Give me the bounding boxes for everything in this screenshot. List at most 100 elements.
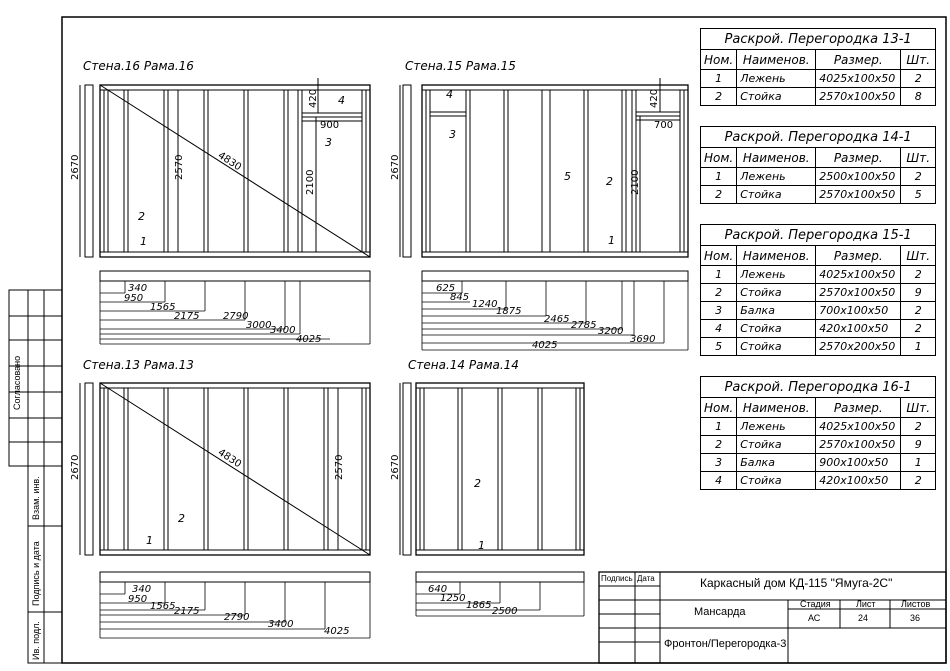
col-header: Размер. [815, 245, 902, 266]
wall-15-dim-2: 845 [450, 292, 469, 303]
wall-14-dim-3: 1865 [466, 600, 491, 611]
wall-15-dim-7: 3200 [598, 326, 623, 337]
stamp-stage-label: Стадия [800, 599, 831, 609]
table-caption: Раскрой. Перегородка 15-1 [699, 224, 937, 246]
col-header: Ном. [699, 245, 738, 266]
stamp-section: Мансарда [694, 606, 746, 618]
col-header: Ном. [699, 397, 738, 418]
wall-13-dim-7: 4025 [324, 626, 349, 637]
wall-14-title: Стена.14 Рама.14 [408, 358, 519, 372]
wall-15-dim-4: 1875 [496, 306, 521, 317]
wall-13-callout-2: 2 [178, 512, 185, 525]
wall-16-group: Стена.16 Рама.16 4830 2670 2570 2100 42 [70, 59, 371, 345]
stamp-stage: АС [808, 613, 821, 623]
wall-14-side-view [402, 382, 412, 556]
wall-15-callout-1: 1 [608, 234, 615, 247]
wall-13-plan [99, 571, 371, 583]
wall-15-callout-3: 3 [449, 128, 456, 141]
wall-15-callout-2: 2 [606, 175, 613, 188]
col-header: Наименов. [736, 245, 817, 266]
wall-16-dim-4: 2175 [174, 311, 199, 322]
wall-13-height-label: 2670 [70, 455, 81, 480]
side-strip [8, 289, 63, 664]
wall-15-height-label: 2670 [390, 155, 401, 180]
wall-13-callout-1: 1 [146, 534, 153, 547]
stamp-col-date: Дата [637, 574, 655, 583]
wall-16-dim-8: 4025 [296, 334, 321, 345]
title-block-grid [598, 571, 947, 664]
wall-15-dim-3: 1240 [472, 299, 497, 310]
wall-14-dim-1: 640 [428, 584, 447, 595]
wall-14-group: Стена.14 Рама.14 2670 1 2 640 1250 1865 … [390, 358, 585, 617]
stamp-col-signature: Подпись [601, 574, 633, 583]
side-label-sign-date: Подпись и дата [31, 541, 41, 606]
wall-13-diagonal-label: 4830 [216, 447, 243, 470]
cut-table-16-1: Раскрой. Перегородка 16-1 Ном.Наименов.Р… [699, 376, 937, 490]
wall-16-callout-1: 1 [140, 235, 147, 248]
col-header: Наименов. [736, 49, 817, 70]
wall-15-dim-1: 625 [436, 283, 455, 294]
wall-15-group: Стена.15 Рама.15 2670 2100 420 700 1 2 3… [390, 59, 689, 351]
wall-15-dim-6: 2785 [571, 320, 596, 331]
wall-15-dim-5: 2465 [544, 314, 569, 325]
wall-15-plan [421, 270, 689, 282]
wall-16-dim-6: 3000 [246, 320, 271, 331]
wall-16-stud-height-label: 2570 [174, 155, 185, 180]
wall-14-dim-4: 2500 [492, 606, 517, 617]
wall-15-dim-8: 3690 [630, 334, 655, 345]
cut-table-13-1: Раскрой. Перегородка 13-1 Ном.Наименов.Р… [699, 28, 937, 106]
col-header: Размер. [815, 147, 902, 168]
wall-16-header-height-label: 420 [308, 89, 319, 108]
wall-16-header-length-label: 900 [320, 120, 339, 131]
wall-13-diagonal [99, 382, 371, 556]
side-label-replaced-inv: Взам. инв. [31, 476, 41, 520]
col-header: Шт. [900, 245, 937, 266]
wall-13-side-view [84, 382, 94, 556]
wall-13-dim-6: 3400 [268, 619, 293, 630]
wall-16-window-height-label: 2100 [305, 170, 316, 195]
wall-16-frame [99, 84, 371, 258]
stamp-sheet-name: Фронтон/Перегородка-3 [664, 638, 787, 650]
wall-16-callout-4: 4 [338, 94, 345, 107]
wall-16-diagonal-label: 4830 [216, 150, 243, 173]
wall-15-title: Стена.15 Рама.15 [405, 59, 516, 73]
wall-14-height-label: 2670 [390, 455, 401, 480]
wall-15-callout-4: 4 [446, 88, 453, 101]
col-header: Размер. [815, 397, 902, 418]
wall-16-dim-7: 3400 [270, 325, 295, 336]
wall-15-header-length-label: 700 [654, 120, 673, 131]
wall-15-dim-9: 4025 [532, 340, 557, 351]
wall-14-dim-2: 1250 [440, 593, 465, 604]
stamp-sheet: 24 [858, 613, 869, 623]
side-label-inv-orig: Ив. подл. [31, 621, 41, 660]
wall-15-frame [421, 84, 689, 258]
wall-16-diagonal [99, 84, 371, 258]
wall-13-group: Стена.13 Рама.13 4830 2670 2570 1 2 340 … [70, 358, 371, 639]
col-header: Наименов. [736, 147, 817, 168]
table-caption: Раскрой. Перегородка 16-1 [699, 376, 937, 398]
wall-16-callout-3: 3 [325, 136, 332, 149]
wall-16-callout-2: 2 [138, 210, 145, 223]
col-header: Ном. [699, 147, 738, 168]
cut-table-15-1: Раскрой. Перегородка 15-1 Ном.Наименов.Р… [699, 224, 937, 356]
col-header: Шт. [900, 147, 937, 168]
stamp-sheets-label: Листов [901, 599, 931, 609]
wall-15-header-height-label: 420 [649, 89, 660, 108]
wall-15-window-height-label: 2100 [630, 170, 641, 195]
side-label-agreed: Согласовано [12, 355, 22, 410]
cut-table-14-1: Раскрой. Перегородка 14-1 Ном.Наименов.Р… [699, 126, 937, 204]
stamp-project: Каркасный дом КД-115 "Ямуга-2С" [700, 576, 893, 590]
table-caption: Раскрой. Перегородка 14-1 [699, 126, 937, 148]
wall-13-dim-1: 340 [132, 584, 151, 595]
wall-16-height-label: 2670 [70, 155, 81, 180]
